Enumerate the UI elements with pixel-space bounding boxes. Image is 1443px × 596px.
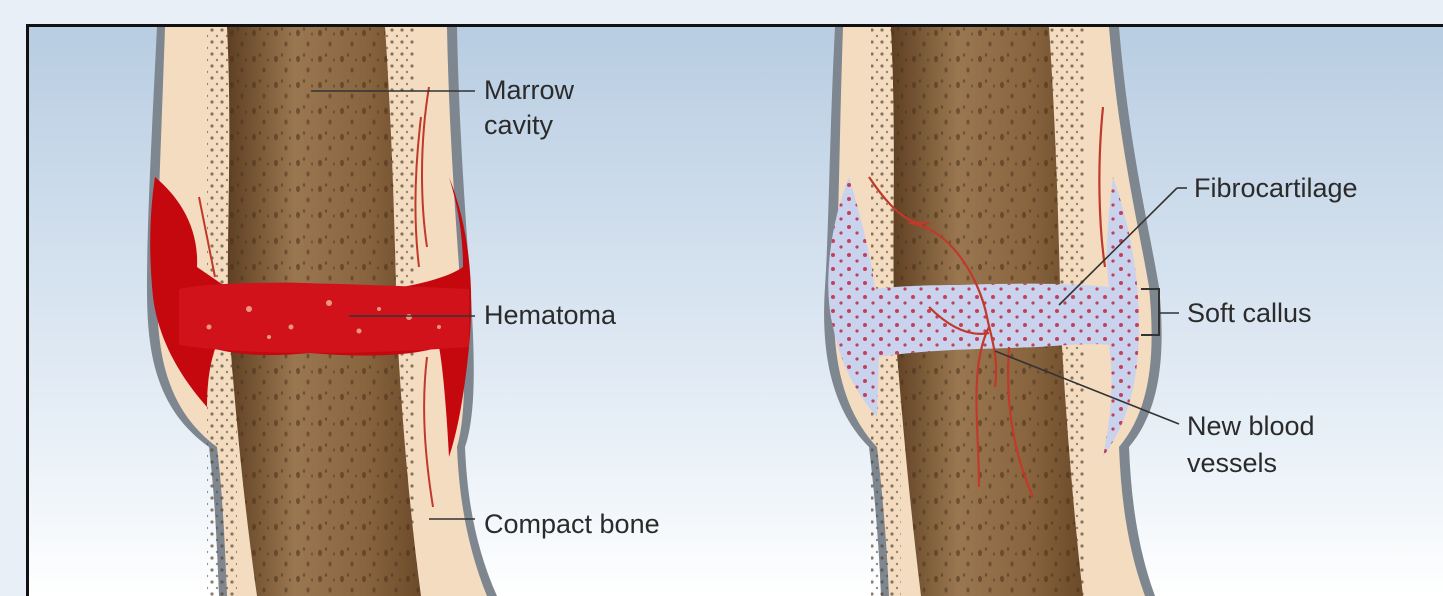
label-marrow-cavity-line2: cavity [484,109,553,141]
right-bone [824,27,1162,596]
label-new-blood-vessels-line2: vessels [1187,447,1277,479]
label-new-blood-vessels-line1: New blood [1187,410,1315,442]
label-compact-bone: Compact bone [484,508,660,540]
label-fibrocartilage: Fibrocartilage [1194,172,1358,204]
label-hematoma: Hematoma [484,299,616,331]
label-marrow-cavity-line1: Marrow [484,74,574,106]
diagram-frame: Marrow cavity Hematoma Compact bone Fibr… [26,24,1443,596]
label-soft-callus: Soft callus [1187,297,1312,329]
